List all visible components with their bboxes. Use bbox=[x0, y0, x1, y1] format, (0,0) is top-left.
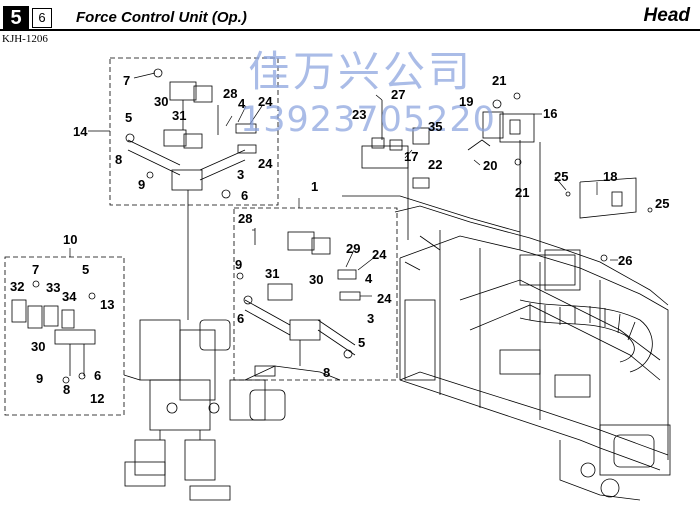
callout: 4 bbox=[238, 96, 246, 111]
callout: 8 bbox=[323, 365, 331, 380]
callout: 6 bbox=[237, 311, 245, 326]
callout: 9 bbox=[235, 257, 243, 272]
callout: 25 bbox=[554, 169, 569, 184]
head-assembly bbox=[124, 319, 341, 501]
callout: 24 bbox=[377, 291, 392, 306]
callout: 23 bbox=[352, 107, 367, 122]
callout: 30 bbox=[154, 94, 169, 109]
callout: 16 bbox=[543, 106, 558, 121]
callout: 6 bbox=[241, 188, 249, 203]
callout: 4 bbox=[365, 271, 373, 286]
callout: 32 bbox=[10, 279, 25, 294]
callout: 30 bbox=[31, 339, 46, 354]
callout: 34 bbox=[62, 289, 77, 304]
model-code: KJH-1206 bbox=[2, 33, 48, 45]
watermark-company: 佳万兴公司 bbox=[248, 47, 474, 96]
group-10-parts bbox=[11, 280, 141, 384]
group-1-parts bbox=[236, 228, 361, 366]
callout: 12 bbox=[90, 391, 105, 406]
head-label: Head bbox=[643, 5, 690, 26]
valve-parts-right bbox=[361, 92, 653, 262]
header-rule bbox=[0, 29, 700, 31]
callout: 28 bbox=[238, 211, 253, 226]
callout: 31 bbox=[265, 266, 280, 281]
callout: 18 bbox=[603, 169, 618, 184]
callout: 8 bbox=[63, 382, 71, 397]
page-title: Force Control Unit (Op.) bbox=[76, 9, 247, 26]
callout: 7 bbox=[123, 73, 131, 88]
callout: 1 bbox=[311, 179, 319, 194]
group-box-10 bbox=[4, 256, 125, 416]
callout: 9 bbox=[138, 177, 146, 192]
callout: 5 bbox=[82, 262, 90, 277]
callout: 25 bbox=[655, 196, 670, 211]
callout: 27 bbox=[391, 87, 406, 102]
cable-chain bbox=[519, 299, 653, 373]
callout: 35 bbox=[428, 119, 443, 134]
callout: 6 bbox=[94, 368, 102, 383]
leader-lines bbox=[69, 72, 618, 297]
callout: 26 bbox=[618, 253, 633, 268]
callout: 24 bbox=[372, 247, 387, 262]
callout: 3 bbox=[367, 311, 375, 326]
machine-frame bbox=[342, 195, 671, 501]
group-box-1 bbox=[233, 207, 398, 381]
callout: 21 bbox=[492, 73, 507, 88]
watermark-phone: 13923705220 bbox=[240, 100, 496, 140]
callout: 5 bbox=[358, 335, 366, 350]
callout: 22 bbox=[428, 157, 443, 172]
callout: 30 bbox=[309, 272, 324, 287]
callout: 3 bbox=[237, 167, 245, 182]
callout: 20 bbox=[483, 158, 498, 173]
callout: 5 bbox=[125, 110, 133, 125]
callout: 17 bbox=[404, 149, 419, 164]
page-number: 6 bbox=[32, 8, 52, 28]
callout: 19 bbox=[459, 94, 474, 109]
callout: 7 bbox=[32, 262, 40, 277]
callout: 9 bbox=[36, 371, 44, 386]
callout: 8 bbox=[115, 152, 123, 167]
callout: 29 bbox=[346, 241, 361, 256]
callout: 10 bbox=[63, 232, 78, 247]
callout: 14 bbox=[73, 124, 88, 139]
callout: 33 bbox=[46, 280, 61, 295]
callout: 24 bbox=[258, 94, 273, 109]
callout: 21 bbox=[515, 185, 530, 200]
group-14-parts bbox=[125, 68, 257, 320]
section-number: 5 bbox=[3, 6, 29, 30]
callout: 31 bbox=[172, 108, 187, 123]
callout: 24 bbox=[258, 156, 273, 171]
group-box-14 bbox=[109, 57, 279, 206]
callout: 13 bbox=[100, 297, 115, 312]
callout: 28 bbox=[223, 86, 238, 101]
